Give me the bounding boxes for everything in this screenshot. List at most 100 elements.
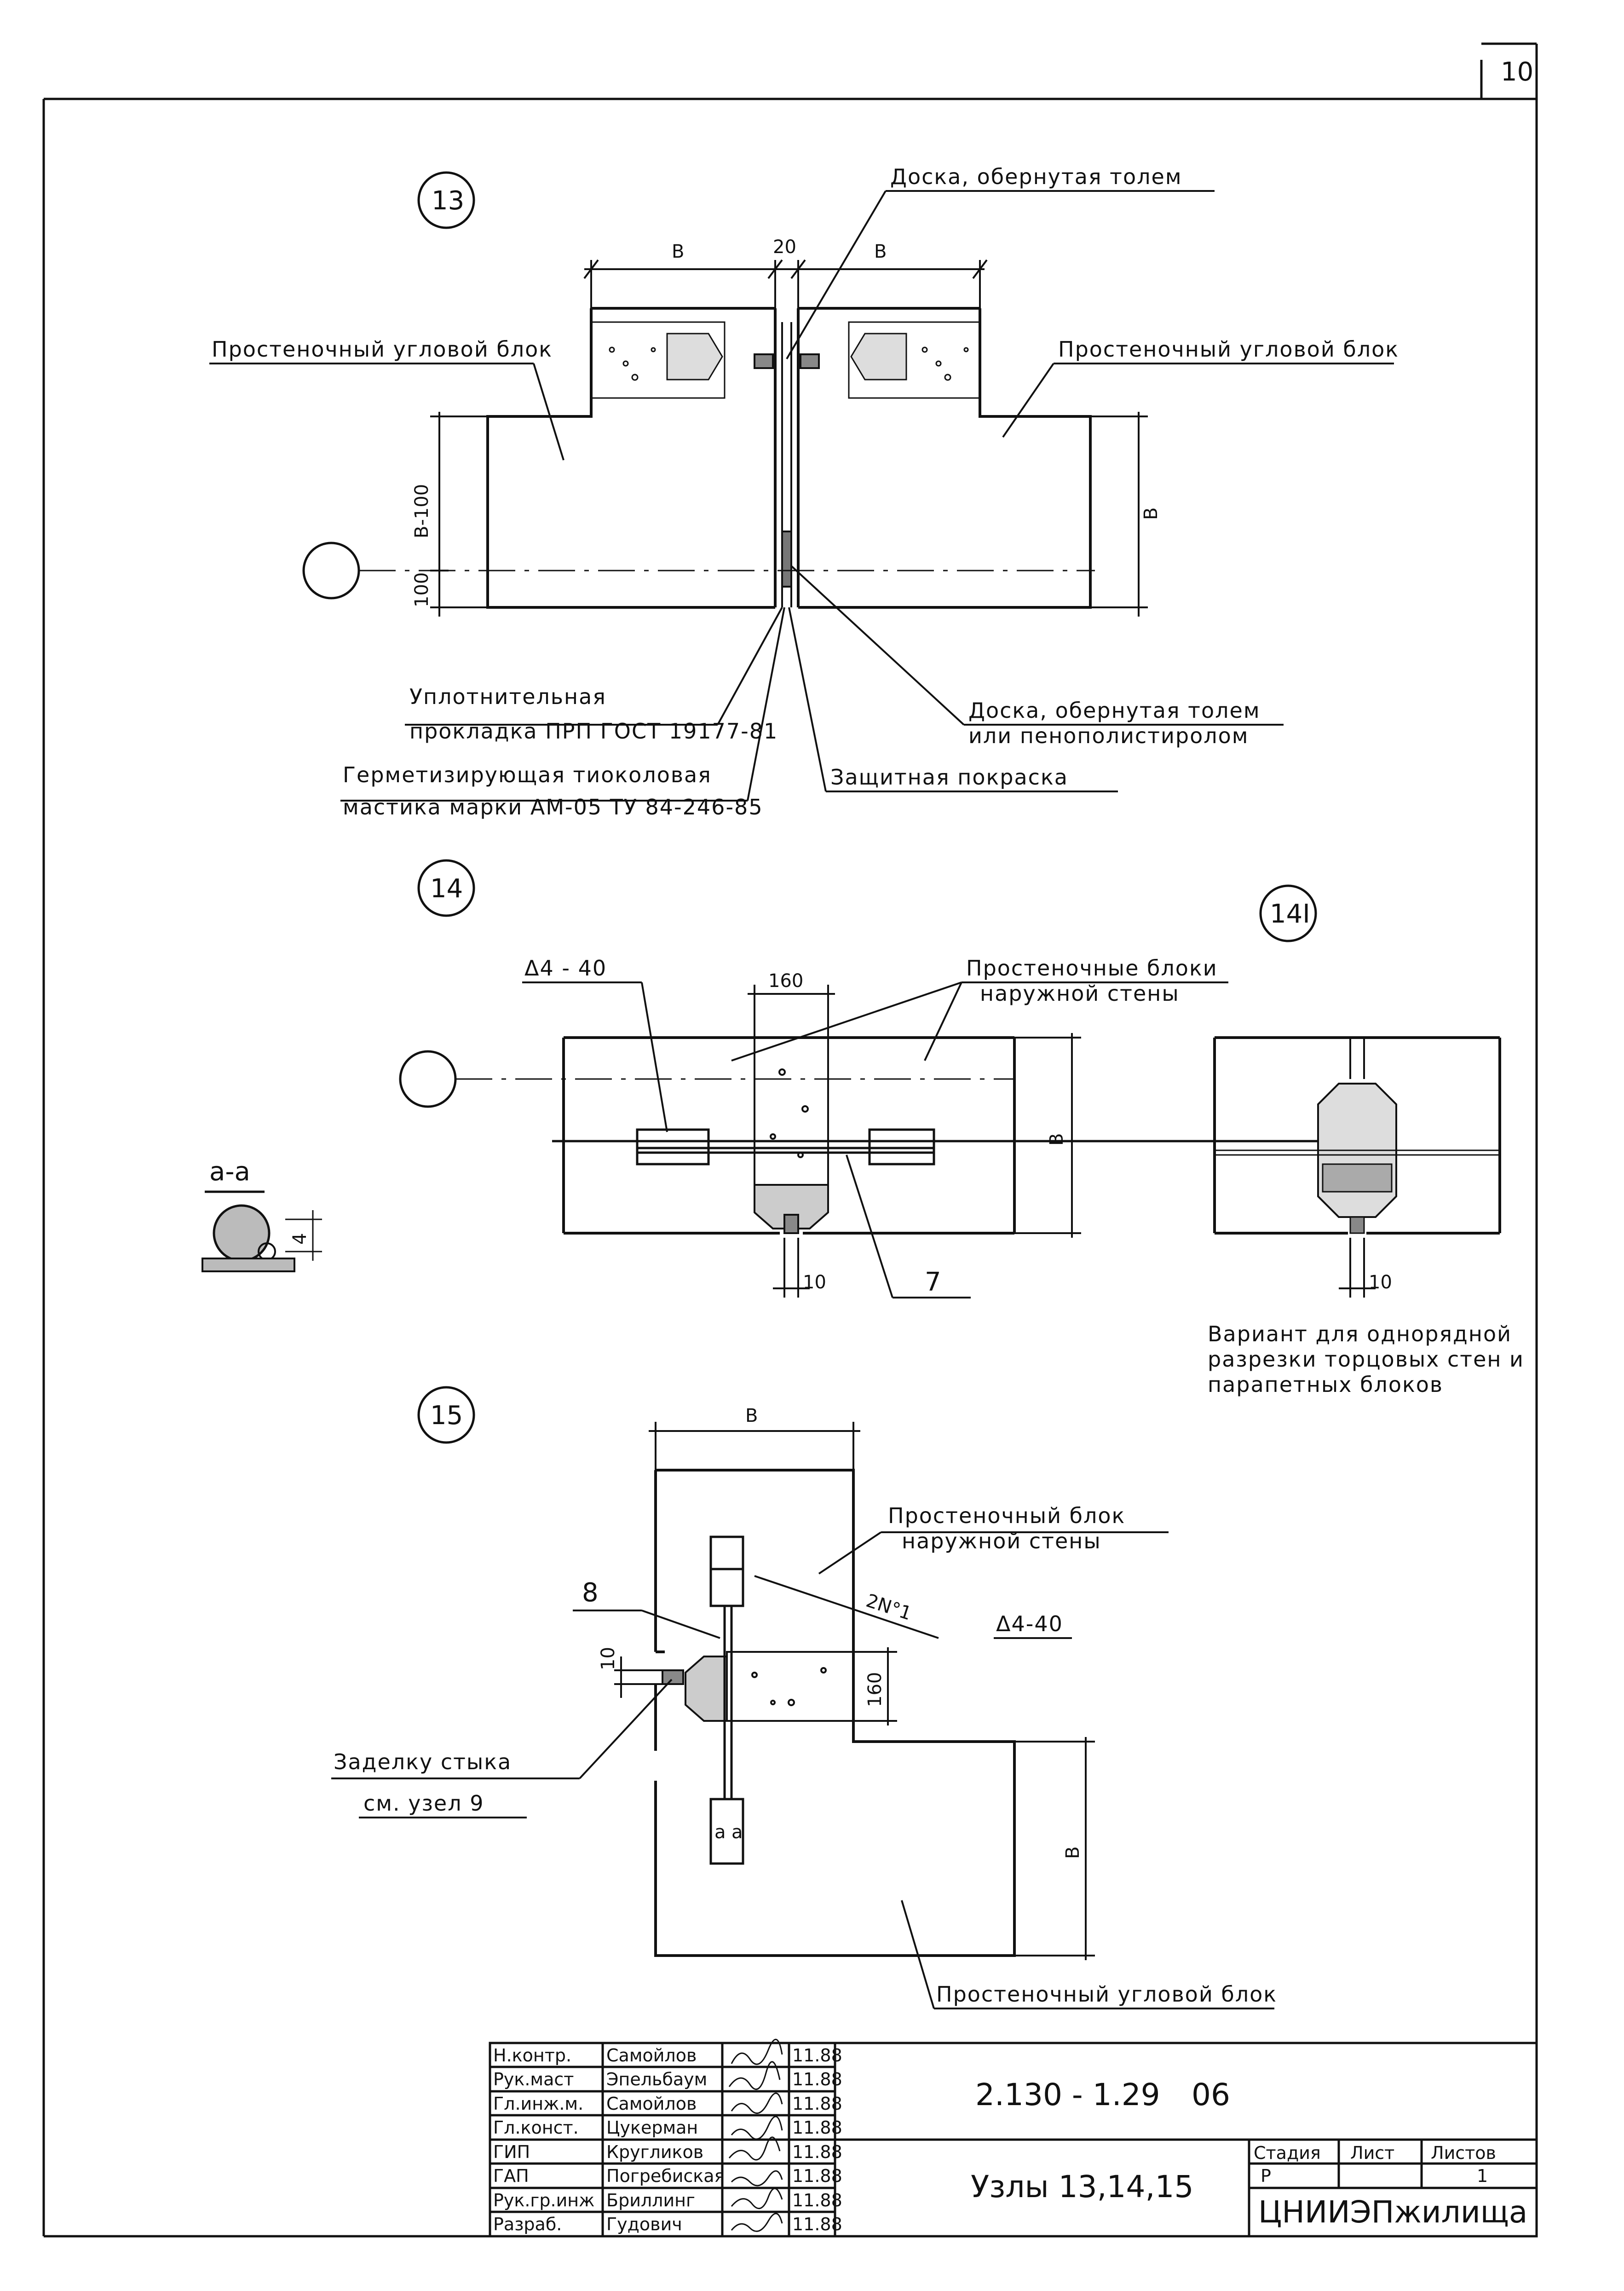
tb-role: Гл.конст. [493, 2118, 579, 2138]
node-14-dimension-10 [773, 1238, 810, 1298]
node-13-label-top: Доска, обернутая толем [890, 164, 1182, 189]
node-13-label-seal-1: Уплотнительная [409, 684, 606, 709]
tb-date: 11.88 [792, 2094, 842, 2114]
tb-date: 11.88 [792, 2069, 842, 2089]
node-13-insulation-right [848, 321, 981, 399]
node-14-variant-marker-circle [1259, 884, 1317, 942]
node-15-insulation [662, 1651, 854, 1722]
tb-stage-label: Стадия [1254, 2143, 1321, 2163]
node-13-leaders [209, 190, 1394, 802]
sheet-number: 10 [1501, 57, 1533, 87]
tb-role: ГИП [493, 2142, 530, 2162]
tb-name: Цукерман [606, 2118, 698, 2138]
node-15-label-bottom: Простеночный угловой блок [936, 1982, 1277, 2007]
node-14-label-blocks-2: наружной стены [980, 981, 1180, 1006]
node-13-dim-vertical-1: В-100 [411, 484, 432, 538]
tb-stage-value: Р [1261, 2166, 1271, 2186]
node-13-label-seal-2: прокладка ПРП ГОСТ 19177-81 [409, 719, 778, 744]
node-13-label-board-1: Доска, обернутая толем [968, 698, 1261, 723]
tb-date: 11.88 [792, 2190, 842, 2210]
tb-role: Рук.гр.инж [493, 2190, 594, 2210]
node-15-label-2n: 2N°1 [864, 1590, 914, 1625]
node-15-leaders [331, 1531, 1274, 2009]
node-13-label-right: Простеночный угловой блок [1058, 337, 1399, 362]
node-14-anchors [636, 1128, 935, 1166]
node-13-marker-label: 13 [432, 186, 464, 216]
node-15-dimension-10 [614, 1656, 662, 1698]
node-14-dim-10: 10 [803, 1272, 826, 1293]
node-13-insulation-left [590, 321, 726, 399]
tb-role: Рук.маст [493, 2069, 574, 2089]
node-14-variant-dimension-10 [1339, 1238, 1376, 1298]
tb-drawing-title: Узлы 13,14,15 [971, 2169, 1194, 2204]
node-15-right-dimension [1014, 1737, 1095, 1960]
tb-role: Гл.инж.м. [493, 2094, 583, 2114]
node-13-right-block [797, 307, 1092, 609]
tb-date: 11.88 [792, 2142, 842, 2162]
node-14-dim-right: В [1046, 1133, 1067, 1146]
node-15-label-block-1: Простеночный блок [888, 1503, 1125, 1528]
node-13: 13 В 20 В [209, 164, 1399, 819]
node-15-label-joint-2: см. узел 9 [363, 1791, 484, 1816]
node-15-dimension-160 [853, 1647, 897, 1725]
node-14-right-dimension [1014, 1033, 1081, 1238]
tb-sheet-label: Лист [1350, 2143, 1394, 2163]
node-14-insulation [754, 1037, 829, 1234]
node-15-marker-circle [417, 1386, 475, 1444]
node-15-anchor-label: Δ4-40 [996, 1611, 1063, 1636]
tb-sheets-value: 1 [1477, 2166, 1488, 2186]
node-13-top-dimension [583, 259, 988, 313]
tb-role: Н.контр. [493, 2045, 571, 2066]
node-14-axis [399, 1050, 1334, 1143]
tb-date: 11.88 [792, 2045, 842, 2066]
node-14-variant [1213, 1036, 1501, 1235]
node-15-dim-160: 160 [864, 1672, 886, 1707]
tb-organization: ЦНИИЭПжилища [1258, 2194, 1527, 2230]
node-13-label-board-2: или пенополистиролом [968, 723, 1249, 748]
node-14: 14 14I [202, 859, 1524, 1397]
node-13-label-mastic-2: мастика марки АМ-05 ТУ 84-246-85 [343, 795, 763, 819]
title-block [489, 2042, 1538, 2238]
tb-name: Самойлов [606, 2045, 697, 2066]
node-15-anchors [709, 1535, 744, 1865]
node-14-marker-circle [417, 859, 475, 917]
node-13-dim-left: В [672, 241, 684, 262]
node-13-left-dimensions [430, 412, 488, 617]
tb-date: 11.88 [792, 2166, 842, 2186]
node-15-dim-top: В [745, 1405, 758, 1426]
node-14-dim-160: 160 [768, 970, 803, 992]
node-13-label-mastic-1: Герметизирующая тиоколовая [343, 762, 712, 787]
tb-name: Бриллинг [606, 2190, 695, 2210]
node-13-label-left: Простеночный угловой блок [212, 337, 553, 362]
tb-sheets-label: Листов [1431, 2143, 1496, 2163]
tb-name: Эпельбаум [606, 2069, 707, 2089]
node-13-right-dimension [1090, 412, 1148, 617]
node-14-variant-dim-10: 10 [1369, 1272, 1392, 1293]
node-15-marker-label: 15 [430, 1401, 463, 1431]
node-15-label-block-2: наружной стены [902, 1529, 1101, 1553]
node-14-label-blocks-1: Простеночные блоки [966, 956, 1218, 981]
node-15-dim-10: 10 [598, 1647, 619, 1670]
node-13-joint [754, 322, 820, 607]
node-15: 15 В а [331, 1386, 1277, 2009]
tb-name: Кругликов [606, 2142, 703, 2162]
node-15-dim-right: В [1062, 1847, 1083, 1859]
node-15-label-joint-1: Заделку стыка [334, 1749, 512, 1774]
node-14-variant-note-2: разрезки торцовых стен и [1208, 1347, 1524, 1372]
tb-document-code-suffix: 06 [1192, 2077, 1230, 2112]
tb-name: Гудович [606, 2214, 682, 2234]
node-13-label-paint: Защитная покраска [830, 765, 1068, 790]
tb-document-code: 2.130 - 1.29 [975, 2077, 1160, 2112]
node-13-axis [302, 542, 1095, 600]
node-14-section-label: а-а [209, 1157, 250, 1187]
node-14-section-dim: 4 [289, 1233, 311, 1245]
node-13-dim-vertical-2: 100 [411, 572, 432, 607]
tb-role: Разраб. [493, 2214, 562, 2234]
node-14-variant-note-1: Вариант для однорядной [1208, 1322, 1512, 1346]
node-15-anchor-a2: а [731, 1822, 743, 1843]
tb-name: Погребиская [606, 2166, 725, 2186]
node-14-section-aa: а-а 4 [202, 1157, 322, 1272]
node-14-variant-note-3: парапетных блоков [1208, 1372, 1443, 1397]
node-13-dim-right-vertical: В [1140, 508, 1162, 520]
